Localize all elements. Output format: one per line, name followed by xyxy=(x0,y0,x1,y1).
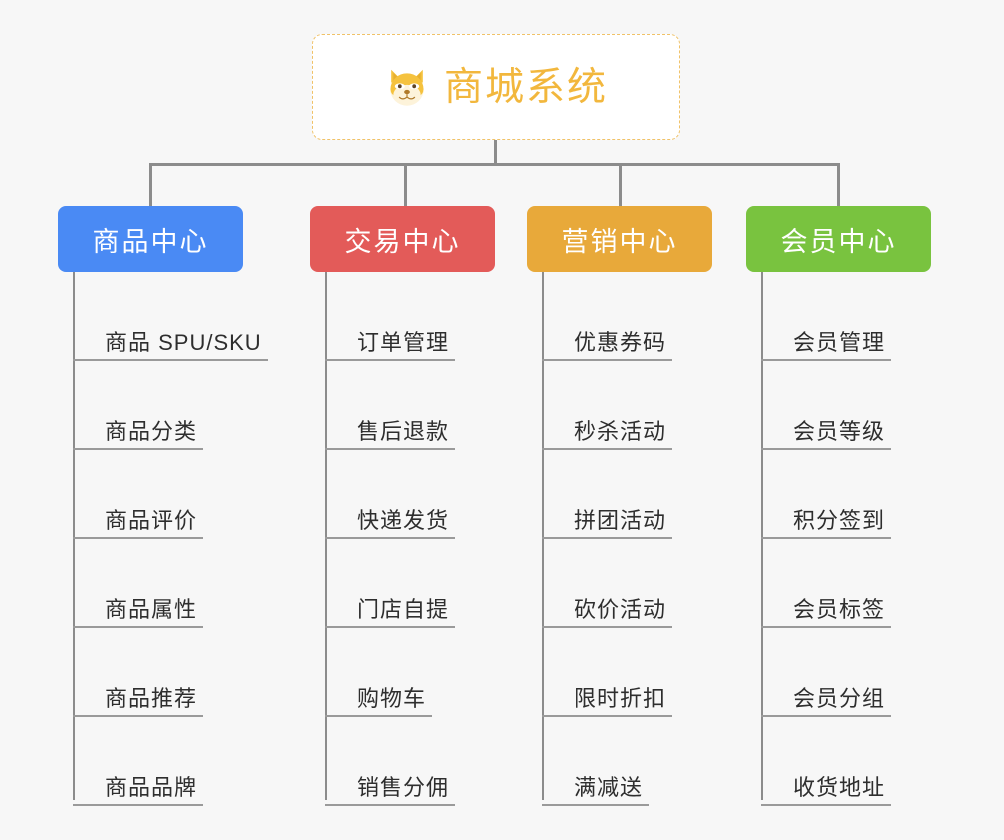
leaf-item[interactable]: 会员标签 xyxy=(761,539,977,628)
connector-drop-product-center xyxy=(149,163,152,208)
branch-header-member-center[interactable]: 会员中心 xyxy=(746,206,931,272)
leaf-label: 商品属性 xyxy=(73,597,204,628)
connector-spine-product-center xyxy=(73,272,75,800)
branch-label: 会员中心 xyxy=(780,226,897,257)
leaf-label: 商品品牌 xyxy=(73,775,204,806)
leaf-item[interactable]: 购物车 xyxy=(325,628,541,717)
leaf-label: 购物车 xyxy=(325,686,433,717)
branch-label: 交易中心 xyxy=(344,226,461,257)
leaf-item[interactable]: 售后退款 xyxy=(325,361,541,450)
connector-bus-bar xyxy=(149,163,840,166)
leaf-item[interactable]: 优惠券码 xyxy=(542,272,758,361)
branch-trade-center: 交易中心 xyxy=(310,206,540,272)
leaf-label: 商品评价 xyxy=(73,508,204,539)
connector-spine-trade-center xyxy=(325,272,327,800)
leaf-item[interactable]: 快递发货 xyxy=(325,450,541,539)
leaf-item[interactable]: 拼团活动 xyxy=(542,450,758,539)
leaf-label: 商品分类 xyxy=(73,419,204,450)
leaf-label: 积分签到 xyxy=(761,508,892,539)
leaf-label: 砍价活动 xyxy=(542,597,673,628)
connector-drop-trade-center xyxy=(404,163,407,208)
branch-header-marketing-center[interactable]: 营销中心 xyxy=(527,206,712,272)
leaf-label: 会员管理 xyxy=(761,330,892,361)
leaf-label: 限时折扣 xyxy=(542,686,673,717)
leaf-label: 订单管理 xyxy=(325,330,456,361)
branch-header-trade-center[interactable]: 交易中心 xyxy=(310,206,495,272)
leaf-item[interactable]: 商品 SPU/SKU xyxy=(73,272,289,361)
leaf-item[interactable]: 商品属性 xyxy=(73,539,289,628)
leaf-label: 会员等级 xyxy=(761,419,892,450)
branch-marketing-center: 营销中心 xyxy=(527,206,757,272)
leaf-label: 门店自提 xyxy=(325,597,456,628)
connector-spine-member-center xyxy=(761,272,763,800)
leaf-list-trade-center: 订单管理 售后退款 快递发货 门店自提 购物车 销售分佣 xyxy=(325,272,541,806)
leaf-item[interactable]: 秒杀活动 xyxy=(542,361,758,450)
connector-spine-marketing-center xyxy=(542,272,544,800)
root-title: 商城系统 xyxy=(443,65,608,109)
leaf-item[interactable]: 会员分组 xyxy=(761,628,977,717)
leaf-list-member-center: 会员管理 会员等级 积分签到 会员标签 会员分组 收货地址 xyxy=(761,272,977,806)
leaf-item[interactable]: 收货地址 xyxy=(761,717,977,806)
leaf-item[interactable]: 限时折扣 xyxy=(542,628,758,717)
leaf-item[interactable]: 商品品牌 xyxy=(73,717,289,806)
branch-label: 商品中心 xyxy=(92,226,209,257)
leaf-item[interactable]: 满减送 xyxy=(542,717,758,806)
leaf-label: 商品推荐 xyxy=(73,686,204,717)
branch-header-product-center[interactable]: 商品中心 xyxy=(58,206,243,272)
leaf-label: 会员分组 xyxy=(761,686,892,717)
leaf-label: 会员标签 xyxy=(761,597,892,628)
shiba-dog-emoji-icon xyxy=(390,69,424,106)
connector-drop-member-center xyxy=(837,163,840,208)
leaf-label: 收货地址 xyxy=(761,775,892,806)
leaf-label: 销售分佣 xyxy=(325,775,456,806)
leaf-item[interactable]: 商品分类 xyxy=(73,361,289,450)
leaf-item[interactable]: 砍价活动 xyxy=(542,539,758,628)
leaf-label: 满减送 xyxy=(542,775,650,806)
connector-root-trunk xyxy=(494,140,497,165)
branch-member-center: 会员中心 xyxy=(746,206,976,272)
leaf-item[interactable]: 商品推荐 xyxy=(73,628,289,717)
leaf-item[interactable]: 商品评价 xyxy=(73,450,289,539)
leaf-item[interactable]: 订单管理 xyxy=(325,272,541,361)
leaf-label: 拼团活动 xyxy=(542,508,673,539)
leaf-label: 售后退款 xyxy=(325,419,456,450)
connector-drop-marketing-center xyxy=(619,163,622,208)
branch-label: 营销中心 xyxy=(561,226,678,257)
leaf-list-marketing-center: 优惠券码 秒杀活动 拼团活动 砍价活动 限时折扣 满减送 xyxy=(542,272,758,806)
leaf-list-product-center: 商品 SPU/SKU 商品分类 商品评价 商品属性 商品推荐 商品品牌 xyxy=(73,272,289,806)
leaf-item[interactable]: 会员管理 xyxy=(761,272,977,361)
leaf-label: 秒杀活动 xyxy=(542,419,673,450)
leaf-item[interactable]: 积分签到 xyxy=(761,450,977,539)
leaf-item[interactable]: 会员等级 xyxy=(761,361,977,450)
leaf-label: 商品 SPU/SKU xyxy=(73,330,268,361)
leaf-label: 快递发货 xyxy=(325,508,456,539)
leaf-label: 优惠券码 xyxy=(542,330,673,361)
branch-product-center: 商品中心 xyxy=(58,206,288,272)
leaf-item[interactable]: 销售分佣 xyxy=(325,717,541,806)
root-node[interactable]: 商城系统 xyxy=(312,34,680,140)
leaf-item[interactable]: 门店自提 xyxy=(325,539,541,628)
